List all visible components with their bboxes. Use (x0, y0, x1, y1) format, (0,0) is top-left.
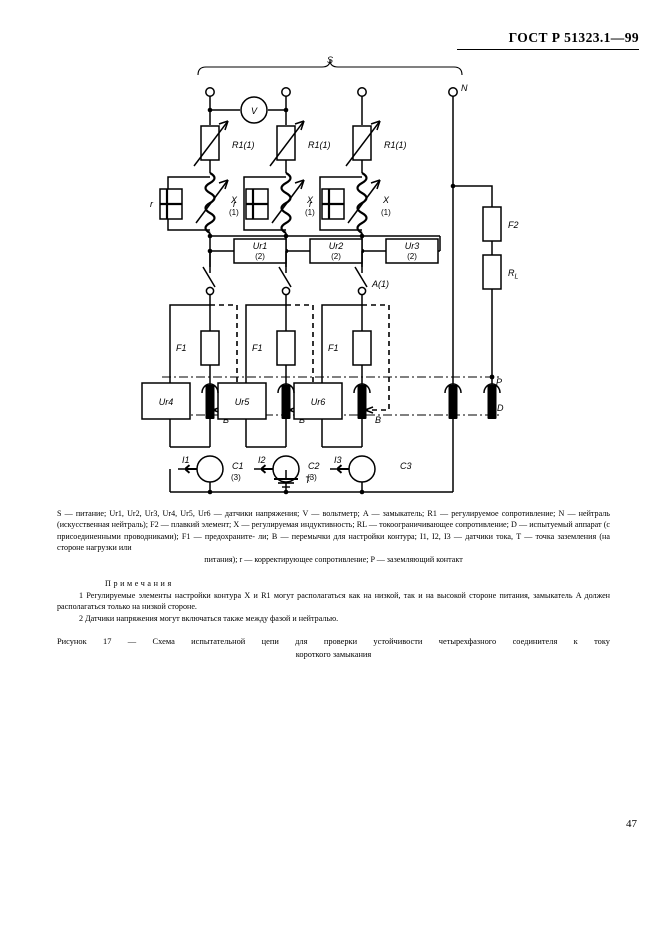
fuse-f1-label-3: F1 (328, 343, 339, 353)
voltage-sensor-label-2: Ur2 (329, 241, 344, 251)
voltage-sensor-sub-3: (2) (407, 252, 417, 261)
jumper-label-2: B (299, 415, 305, 425)
legend-line-3: токоограничивающее сопротивление; D — ис… (57, 520, 611, 541)
correcting-resistor-label-2: r (233, 199, 237, 209)
page-number: 47 (626, 818, 637, 830)
current-sensor-label-2: I2 (258, 455, 266, 465)
jumper-label-3: B (375, 415, 381, 425)
circuit-diagram-figure: .w{stroke:#000;stroke-width:1.5;fill:non… (0, 55, 661, 495)
legend-line-2: сопротивление; N — нейтраль (искусственн… (57, 509, 610, 530)
connector-pin-3 (353, 383, 371, 419)
note-item-1: 1 Регулируемые элементы настройки контур… (57, 590, 610, 612)
voltage-sensor-label-5: Ur5 (235, 397, 250, 407)
voltage-sensor-label-6: Ur6 (311, 397, 326, 407)
caption-line-2: короткого замыкания (295, 649, 372, 659)
inductor-label-2: X (306, 195, 314, 205)
voltage-sensor-label-1: Ur1 (253, 241, 268, 251)
note-item-2: 2 Датчики напряжения могут включаться та… (79, 614, 339, 624)
ground-label: T (305, 475, 312, 485)
current-group-label-3: C3 (400, 461, 412, 471)
resistor-label-2: R1(1) (308, 140, 331, 150)
voltage-sensor-sub-1: (2) (255, 252, 265, 261)
resistor-label-3: R1(1) (384, 140, 407, 150)
resistor-label-1: R1(1) (232, 140, 255, 150)
inductor-label-3: X (382, 195, 390, 205)
legend-line-5: питания); r — корректирующее сопротивлен… (204, 554, 463, 564)
standard-designation: ГОСТ Р 51323.1—99 (508, 30, 639, 45)
device-label: D (497, 403, 504, 413)
voltmeter-label: V (251, 106, 258, 116)
inductor-sub-3: (1) (381, 208, 391, 217)
fuse-f1-label-2: F1 (252, 343, 263, 353)
switch-label: A(1) (371, 279, 389, 289)
connector-pin-neutral (444, 383, 462, 419)
fuse-f2-label: F2 (508, 220, 519, 230)
connector-pin-earth (483, 383, 501, 419)
earth-contact-label: P (496, 377, 502, 387)
connector-pin-2 (277, 383, 295, 419)
current-sensor-label-3: I3 (334, 455, 342, 465)
current-group-label-2: C2 (308, 461, 320, 471)
legend-line-1: S — питание; Ur1, Ur2, Ur3, Ur4, Ur5, Ur… (57, 509, 499, 518)
supply-bracket-label: S (327, 55, 333, 65)
voltage-sensor-label-4: Ur4 (159, 397, 174, 407)
legend-line-4: ли; B — перемычки для настройки контура;… (57, 531, 610, 553)
inductor-label-1: X (230, 195, 238, 205)
ground-symbol-group: T (274, 470, 312, 488)
correcting-resistor-label-3: r (309, 199, 313, 209)
inductor-sub-2: (1) (305, 208, 315, 217)
header-rule (457, 49, 639, 51)
current-group-sub-2: (3) (307, 473, 317, 482)
neutral-label: N (461, 83, 468, 93)
figure-legend: S — питание; Ur1, Ur2, Ur3, Ur4, Ur5, Ur… (57, 508, 610, 565)
inductor-sub-1: (1) (229, 208, 239, 217)
current-group-label-1: C1 (232, 461, 244, 471)
voltage-sensor-label-3: Ur3 (405, 241, 420, 251)
load-resistor-label: RL (508, 268, 519, 281)
figure-notes: Примечания 1 Регулируемые элементы настр… (57, 578, 610, 625)
figure-caption: Рисунок 17 — Схема испытательной цепи дл… (57, 636, 610, 661)
jumper-label-1: B (223, 415, 229, 425)
correcting-resistor-label-1: r (150, 199, 154, 209)
current-sensor-label-1: I1 (182, 455, 190, 465)
connector-pin-1 (201, 383, 219, 419)
fuse-f1-label-1: F1 (176, 343, 187, 353)
caption-line-1: Рисунок 17 — Схема испытательной цепи дл… (57, 637, 610, 646)
voltage-sensor-sub-2: (2) (331, 252, 341, 261)
notes-title: Примечания (105, 579, 174, 588)
current-group-sub-1: (3) (231, 473, 241, 482)
